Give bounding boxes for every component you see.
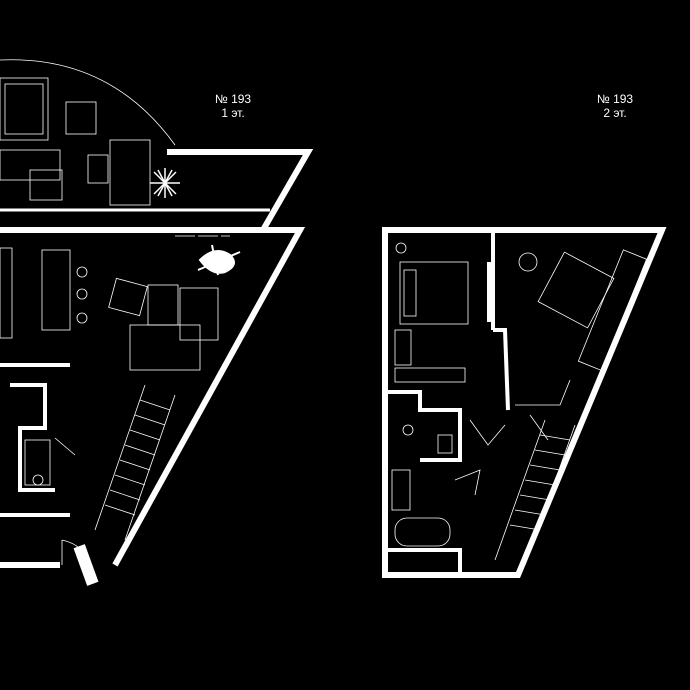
- bathtub: [394, 517, 451, 547]
- floor-2-number: № 193: [596, 92, 634, 106]
- daybed: [0, 77, 49, 141]
- bed: [399, 261, 469, 325]
- door-leaf: [73, 544, 99, 586]
- sunbed: [109, 139, 151, 206]
- floor-2-level: 2 эт.: [603, 106, 627, 120]
- sofa-table: [147, 284, 179, 326]
- armchair: [65, 101, 97, 135]
- chair: [29, 169, 63, 201]
- floor-2-plan: [382, 227, 667, 578]
- bed: [537, 251, 615, 329]
- stool: [76, 288, 88, 300]
- cabinet: [394, 329, 412, 366]
- shelf: [394, 367, 466, 383]
- floor-1-label: № 193 1 эт.: [198, 92, 268, 120]
- toilet: [402, 424, 414, 436]
- chair: [518, 252, 538, 272]
- floor-1-plan: [0, 59, 314, 586]
- staircase: [94, 384, 176, 541]
- bath-fixture: [24, 439, 51, 486]
- rug: [129, 324, 201, 371]
- door-swing: [469, 419, 506, 446]
- outer-wall-floor-1: [0, 227, 306, 567]
- dining-table: [41, 249, 71, 331]
- palm-plant-icon: [150, 168, 180, 198]
- kitchen-cabinets: [0, 247, 13, 339]
- door-swing: [454, 469, 481, 496]
- side-table: [87, 154, 109, 184]
- pillows: [403, 269, 417, 317]
- staircase: [494, 419, 576, 566]
- floor-1-number: № 193: [214, 92, 252, 106]
- bathroom-wall: [10, 383, 55, 492]
- lamp: [395, 242, 407, 254]
- floor-2-label: № 193 2 эт.: [580, 92, 650, 120]
- sofa: [179, 287, 219, 341]
- wardrobe-door: [487, 262, 491, 322]
- door-swing: [54, 437, 76, 456]
- shower: [391, 469, 411, 511]
- armchair: [108, 277, 148, 317]
- wall-segment: [515, 379, 571, 406]
- stool: [76, 312, 88, 324]
- balcony-wall: [167, 149, 314, 232]
- terrace-arc: [0, 59, 176, 146]
- outer-wall-floor-2: [382, 227, 667, 578]
- bathroom-wall: [388, 390, 462, 462]
- daybed-mattress: [4, 83, 44, 135]
- bathroom-wall: [388, 548, 462, 575]
- floor-1-level: 1 эт.: [221, 106, 245, 120]
- partition-wall: [493, 328, 510, 411]
- sink: [32, 474, 44, 486]
- stool: [76, 266, 88, 278]
- wardrobe: [577, 249, 648, 372]
- palm-plant-icon: [197, 244, 241, 276]
- sink: [437, 434, 453, 454]
